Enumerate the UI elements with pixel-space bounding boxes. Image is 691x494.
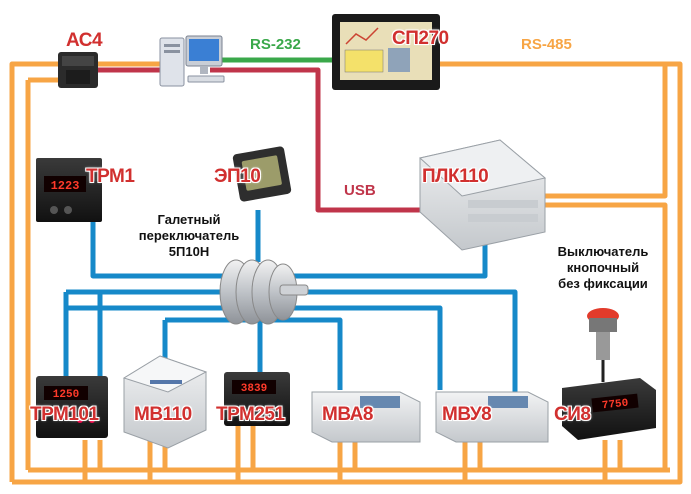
device-mv110 [122, 355, 208, 449]
rotary-switch-caption-line2: переключатель [138, 228, 240, 243]
label-trm251: ТРМ251 [216, 404, 285, 425]
label-sp270: СП270 [392, 28, 449, 49]
device-ep10 [232, 146, 292, 202]
label-plk110: ПЛК110 [422, 166, 489, 187]
device-mvu8 [435, 391, 549, 443]
si8-display: 7750 [601, 398, 629, 413]
button-switch-icon [587, 308, 619, 382]
usb-label: USB [344, 182, 376, 199]
device-trm1 [36, 158, 102, 222]
label-mva8: МВА8 [322, 404, 373, 425]
device-trm101 [36, 376, 108, 438]
label-ac4: АС4 [66, 30, 103, 51]
device-mva8 [311, 391, 421, 443]
label-trm1: ТРМ1 [86, 166, 135, 187]
label-trm101: ТРМ101 [30, 404, 99, 425]
button-switch-caption: Выключатель кнопочный без фиксации [548, 244, 658, 292]
button-switch-caption-line1: Выключатель [557, 244, 649, 259]
computer-icon [159, 35, 225, 87]
device-si8 [562, 378, 656, 440]
switch-wiring [63, 210, 518, 395]
label-ep10: ЭП10 [214, 166, 261, 187]
trm101-display: 1250 [53, 389, 79, 401]
rotary-switch-caption-line1: Галетный [157, 212, 221, 227]
device-plk110 [418, 139, 547, 251]
rotary-switch-caption-line3: 5П10Н [168, 244, 210, 259]
rotary-switch-caption: Галетный переключатель 5П10Н [134, 212, 244, 260]
label-mvu8: МВУ8 [442, 404, 492, 425]
button-switch-caption-line3: без фиксации [558, 276, 648, 291]
device-ac4 [58, 52, 98, 88]
usb-line [95, 67, 430, 213]
button-switch-caption-line2: кнопочный [566, 260, 640, 275]
device-sp270 [332, 14, 440, 90]
label-si8: СИ8 [554, 404, 591, 425]
label-mv110: МВ110 [134, 404, 192, 425]
device-trm251 [224, 372, 290, 426]
trm251-display: 3839 [241, 383, 267, 395]
rotary-switch [219, 259, 309, 325]
rs485-label: RS-485 [521, 36, 572, 53]
trm1-display: 1223 [51, 179, 80, 193]
rs232-label: RS-232 [250, 36, 301, 53]
